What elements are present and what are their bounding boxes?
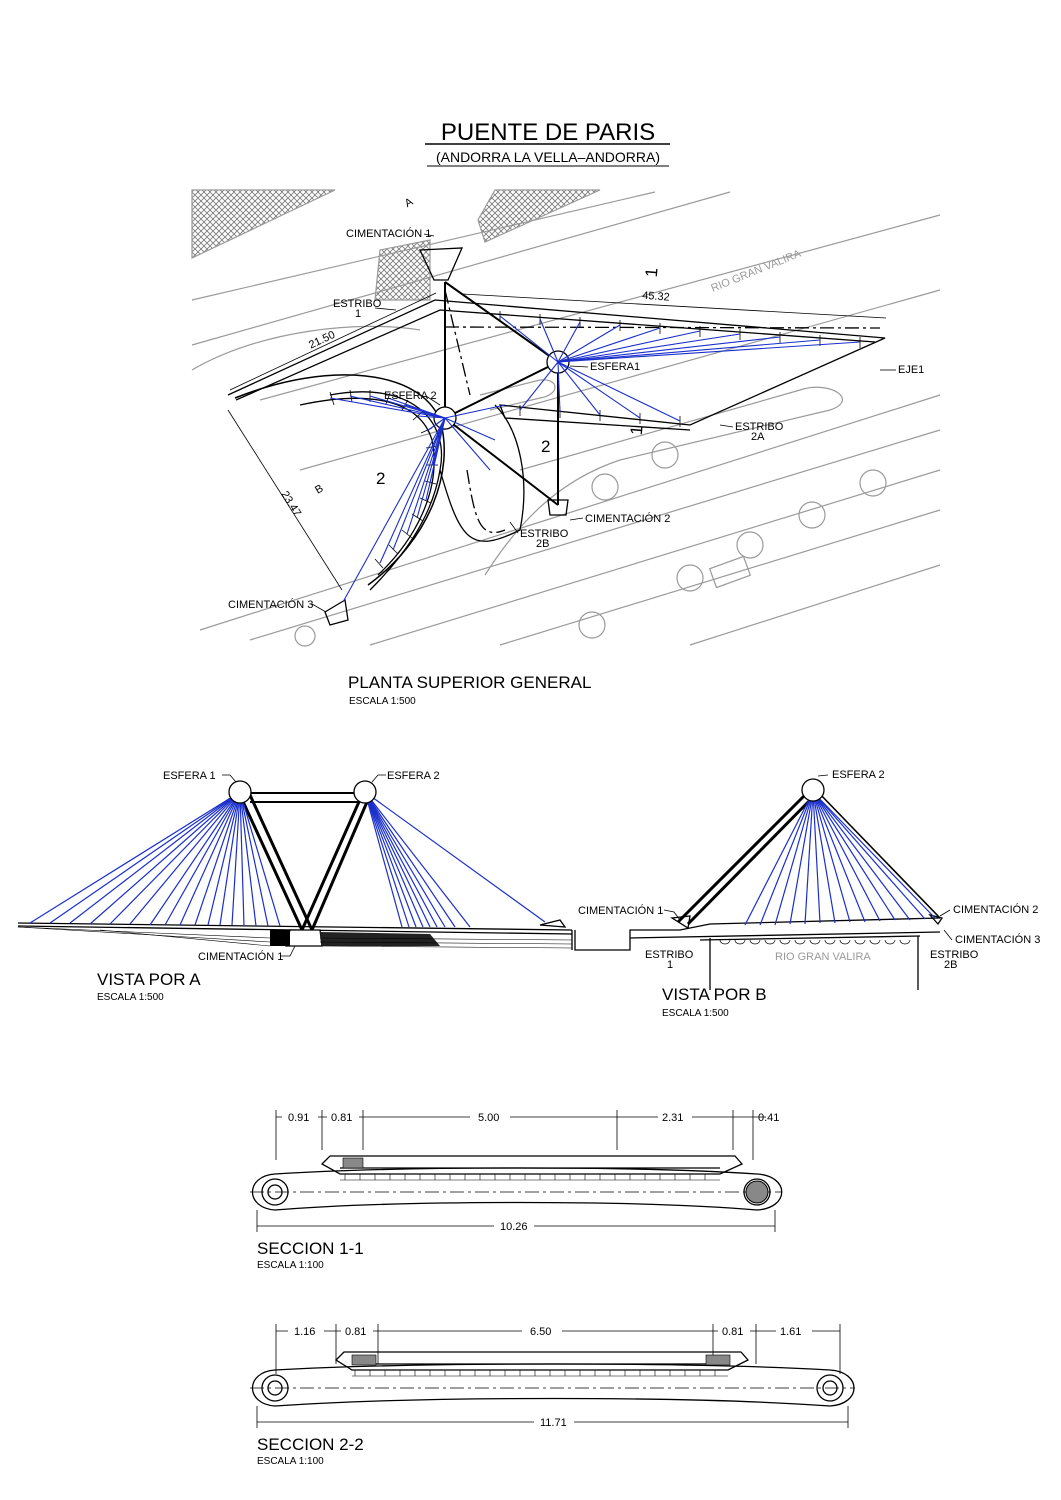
- vista-a-cim1: CIMENTACIÓN 1: [198, 950, 283, 963]
- cimentacion-1-block: [419, 247, 464, 281]
- label-cimentacion-3: CIMENTACIÓN 3: [228, 598, 313, 611]
- vista-b-title: VISTA POR B: [662, 985, 767, 1004]
- section-marker-2b: 2: [376, 469, 385, 488]
- sec2-scale: ESCALA 1:100: [257, 1456, 324, 1467]
- cables-plan: [329, 315, 861, 603]
- cimentacion-3-block: [324, 598, 349, 626]
- page-subtitle: (ANDORRA LA VELLA–ANDORRA): [436, 149, 660, 165]
- vista-b-cim2: CIMENTACIÓN 2: [953, 903, 1038, 916]
- sec2-title: SECCION 2-2: [257, 1435, 364, 1454]
- sec2-dim-3: 6.50: [530, 1326, 551, 1338]
- vista-a-title: VISTA POR A: [97, 970, 201, 989]
- tree-icon: [294, 625, 316, 647]
- plan-title: PLANTA SUPERIOR GENERAL: [348, 673, 591, 692]
- vista-a-esfera2: ESFERA 2: [387, 770, 440, 782]
- label-cimentacion-2: CIMENTACIÓN 2: [585, 512, 670, 525]
- dim-21-50: 21.50: [307, 329, 337, 352]
- tree-icon: [859, 469, 887, 497]
- label-esfera-1: ESFERA1: [590, 361, 640, 373]
- label-estribo-1-num: 1: [355, 308, 361, 320]
- vista-b-estribo2b: ESTRIBO: [930, 949, 979, 961]
- vista-a-structure: [17, 792, 573, 950]
- sec1-dim-5: 0.41: [758, 1112, 779, 1124]
- vista-b-estribo2b-num: 2B: [944, 959, 957, 971]
- vista-b-rio: RIO GRAN VALIRA: [775, 951, 871, 963]
- esfera-1-sphere-a: [228, 780, 252, 804]
- dim-45-32: 45.32: [642, 290, 670, 304]
- vista-b-cim3: CIMENTACIÓN 3: [955, 933, 1040, 946]
- vista-b: ESFERA 2 CIMENTACIÓN 1 CIMENTACIÓN 2 CIM…: [574, 769, 1040, 1019]
- section-marker-2a: 2: [541, 437, 550, 456]
- sec1-dim-4: 2.31: [662, 1112, 683, 1124]
- vista-b-structure: [574, 790, 944, 990]
- esfera-2-sphere-b: [801, 778, 825, 802]
- plan-dimensions: [227, 292, 887, 591]
- seccion-1-1: 0.91 0.81 5.00 2.31 0.41 10.26: [250, 1110, 783, 1271]
- bridge-deck-plan: [227, 247, 886, 626]
- label-eje-1: EJE1: [898, 364, 924, 376]
- label-esfera-2: ESFERA 2: [384, 390, 437, 402]
- tree-icon: [578, 611, 606, 639]
- sec1-total: 10.26: [500, 1221, 528, 1233]
- sec1-scale: ESCALA 1:100: [257, 1260, 324, 1271]
- label-estribo-2a-num: 2A: [751, 431, 765, 443]
- vista-b-cables: [744, 791, 936, 926]
- building-hatch: [191, 189, 336, 259]
- seccion-1-profile: [250, 1155, 783, 1211]
- label-estribo-2b: ESTRIBO: [520, 528, 569, 540]
- cimentacion-2-block: [547, 499, 569, 516]
- label-cimentacion-1: CIMENTACIÓN 1: [346, 227, 431, 240]
- section-marker-1b: 1: [627, 425, 647, 436]
- plan-scale: ESCALA 1:500: [349, 696, 416, 707]
- sec2-dim-2: 0.81: [345, 1326, 366, 1338]
- esfera-2-sphere-a: [353, 780, 377, 804]
- sec1-dim-3: 5.00: [478, 1112, 499, 1124]
- seccion-2-2: 1.16 0.81 6.50 0.81 1.61 11.71: [250, 1324, 855, 1467]
- sec2-dim-4: 0.81: [722, 1326, 743, 1338]
- sec2-dim-5: 1.61: [780, 1326, 801, 1338]
- plan-labels: CIMENTACIÓN 1 CIMENTACIÓN 2 CIMENTACIÓN …: [228, 196, 924, 611]
- building-hatch: [477, 189, 601, 243]
- tree-icon: [676, 564, 704, 592]
- vista-b-cim1: CIMENTACIÓN 1: [578, 904, 663, 917]
- vista-a-esfera1: ESFERA 1: [163, 770, 216, 782]
- tree-icon: [798, 501, 826, 529]
- view-marker-b: B: [313, 482, 325, 496]
- label-estribo-2b-num: 2B: [536, 538, 549, 550]
- site-context: [191, 189, 941, 647]
- vista-a-scale: ESCALA 1:500: [97, 992, 164, 1003]
- sec1-cable-fill: [745, 1180, 769, 1204]
- tree-icon: [736, 531, 764, 559]
- vista-a: ESFERA 1 ESFERA 2 CIMENTACIÓN 1 VISTA PO…: [17, 770, 573, 1003]
- sec2-total: 11.71: [540, 1417, 567, 1429]
- sec1-dim-2: 0.81: [331, 1112, 352, 1124]
- tree-icon: [651, 441, 679, 469]
- plan-view: 45.32 21.50 23.47 CIMENTACIÓN 1 CIMENTAC…: [191, 189, 941, 707]
- sec1-title: SECCION 1-1: [257, 1239, 364, 1258]
- label-estribo-2a: ESTRIBO: [735, 421, 784, 433]
- steps-hatch: [374, 239, 431, 301]
- sec1-dim-1: 0.91: [288, 1112, 309, 1124]
- dim-23-47: 23.47: [278, 489, 303, 519]
- vista-a-cables: [29, 791, 546, 928]
- header: PUENTE DE PARIS (ANDORRA LA VELLA–ANDORR…: [425, 119, 670, 167]
- label-rio: RIO GRAN VALIRA: [709, 248, 803, 295]
- section-marker-1a: 1: [642, 267, 662, 278]
- label-estribo-1: ESTRIBO: [333, 298, 382, 310]
- page-title: PUENTE DE PARIS: [441, 119, 655, 146]
- sec2-dim-1: 1.16: [294, 1326, 315, 1338]
- vista-b-estribo1-num: 1: [667, 959, 673, 971]
- vista-b-scale: ESCALA 1:500: [662, 1008, 729, 1019]
- tree-icon: [591, 473, 619, 501]
- view-marker-a: A: [403, 196, 416, 210]
- vista-b-esfera2: ESFERA 2: [832, 769, 885, 781]
- vista-b-estribo1: ESTRIBO: [645, 949, 694, 961]
- seccion-2-profile: [250, 1351, 855, 1407]
